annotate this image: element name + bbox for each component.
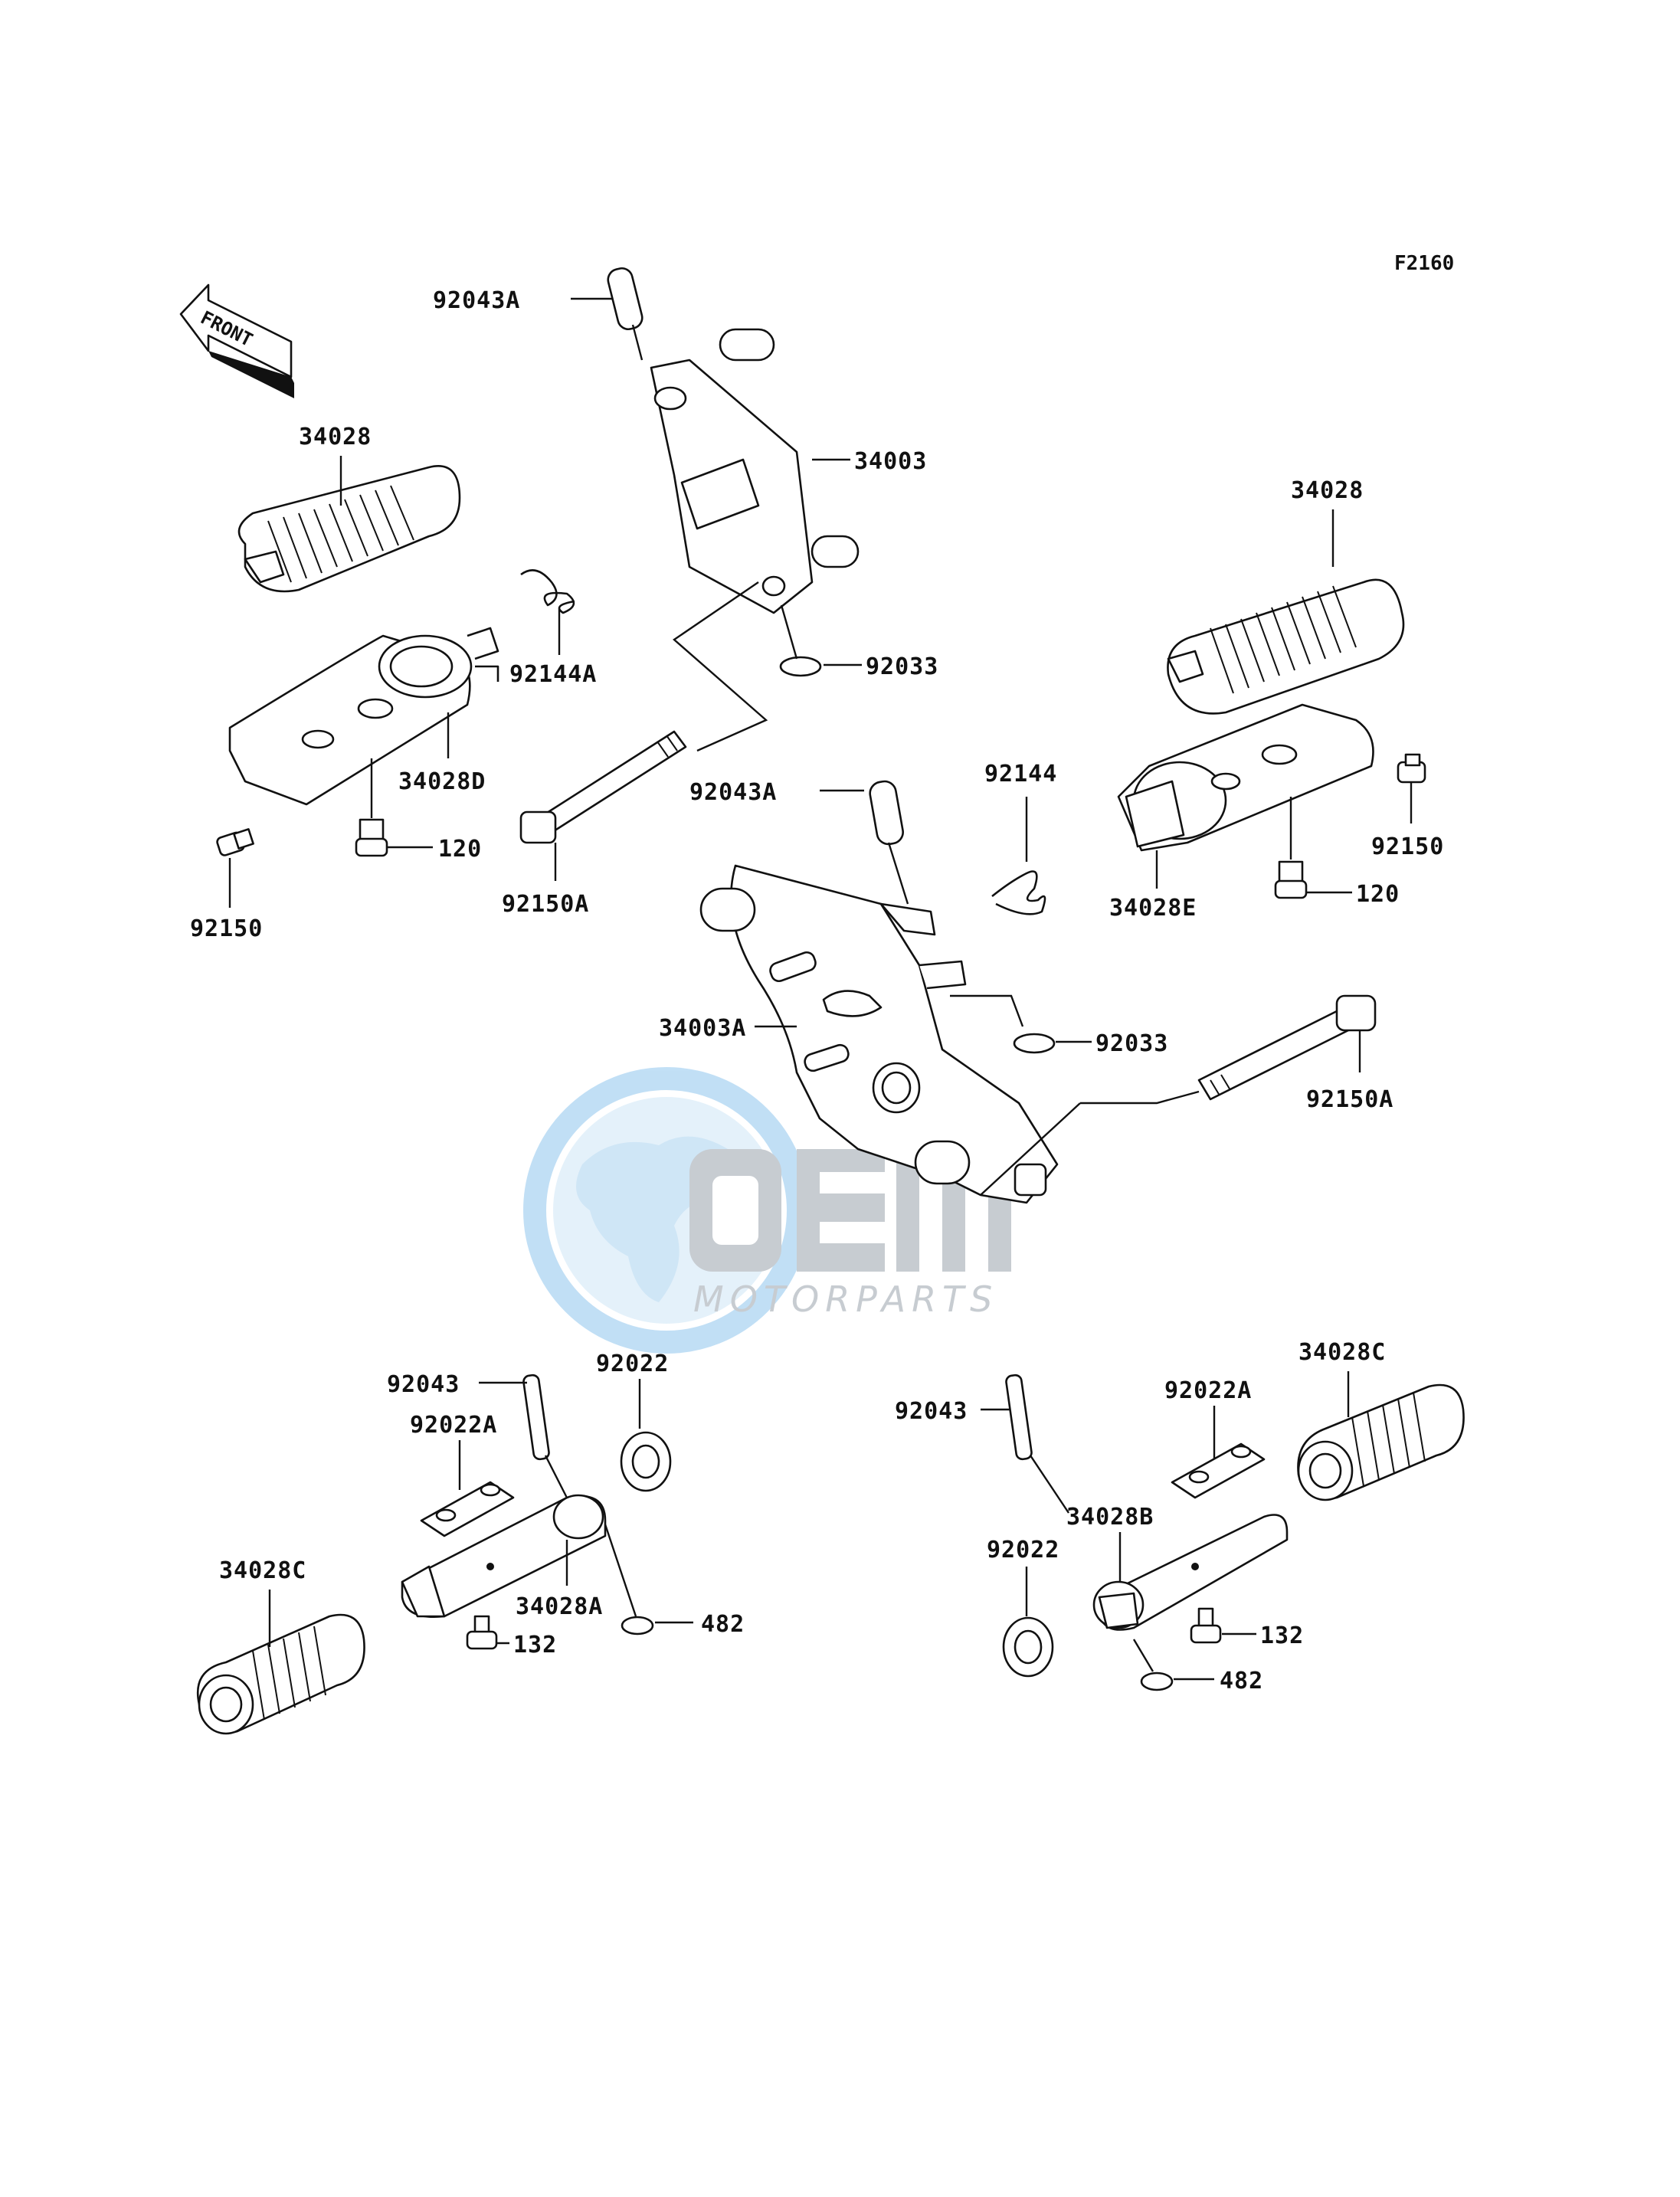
label-34028-right: 34028: [1291, 477, 1364, 504]
label-34028D: 34028D: [398, 768, 486, 795]
part-92033-mid-washer: [1013, 1033, 1056, 1054]
watermark-logo-e: [797, 1149, 885, 1272]
label-92150A-right: 92150A: [1306, 1086, 1393, 1113]
label-120-left: 120: [438, 836, 482, 863]
label-132-right: 132: [1260, 1622, 1304, 1649]
part-92150-left-bolt: [216, 828, 254, 856]
part-92022-right-washer: [1002, 1616, 1054, 1678]
front-arrow-icon: FRONT: [179, 283, 294, 398]
label-92150-right: 92150: [1371, 833, 1444, 860]
part-132-left-bolt: [466, 1615, 498, 1650]
label-120-right: 120: [1356, 881, 1400, 908]
label-34028B: 34028B: [1066, 1504, 1154, 1531]
part-92043A-mid-pin: [869, 780, 904, 846]
part-132-right-bolt: [1190, 1607, 1222, 1644]
label-92022-right: 92022: [987, 1537, 1059, 1563]
part-92033-top-washer: [779, 656, 822, 677]
label-92033-top: 92033: [866, 653, 938, 680]
part-92043-left-pin: [522, 1374, 550, 1461]
label-482-left: 482: [701, 1611, 745, 1638]
label-92150A-left: 92150A: [502, 891, 589, 918]
label-34028A: 34028A: [516, 1593, 603, 1620]
part-34028-right-rubber: [1167, 578, 1405, 715]
part-34028A-footpeg: [401, 1494, 607, 1618]
label-34028C-right: 34028C: [1298, 1339, 1386, 1366]
label-92150-left: 92150: [190, 915, 263, 942]
part-120-right-screw: [1274, 860, 1308, 899]
label-34003: 34003: [854, 448, 927, 475]
label-92043-left: 92043: [387, 1371, 460, 1398]
part-34028D-footpeg: [228, 627, 499, 806]
part-34028-left-rubber: [237, 465, 461, 593]
part-482-left-cotter: [621, 1616, 654, 1635]
part-120-left-screw: [355, 818, 388, 857]
label-92043A-top: 92043A: [433, 287, 520, 314]
part-92144-spring: [991, 870, 1046, 915]
label-92043-right: 92043: [895, 1398, 968, 1425]
label-34003A: 34003A: [659, 1015, 746, 1042]
label-92022-left: 92022: [596, 1351, 669, 1377]
label-34028-left: 34028: [299, 424, 372, 450]
part-92043-right-pin: [1005, 1374, 1033, 1461]
part-92022A-right-plate: [1171, 1442, 1266, 1499]
part-92043A-top-pin: [607, 267, 644, 331]
label-92022A-left: 92022A: [410, 1412, 497, 1439]
part-34028B-footpeg: [1092, 1514, 1289, 1631]
label-92144A: 92144A: [509, 661, 597, 688]
watermark-tagline: MOTORPARTS: [693, 1279, 998, 1320]
part-34028C-left-grip: [196, 1613, 365, 1735]
label-92043A-mid: 92043A: [689, 779, 777, 806]
label-92033-mid: 92033: [1095, 1030, 1168, 1057]
part-34028E-footpeg: [1117, 703, 1374, 852]
part-34003-bracket: [650, 328, 860, 614]
diagram-code: F2160: [1394, 252, 1454, 275]
part-92150A-left-bolt: [519, 730, 687, 844]
part-34003A-lever: [699, 864, 1059, 1204]
part-34028C-right-grip: [1297, 1383, 1465, 1501]
label-92144: 92144: [984, 761, 1057, 787]
label-34028E: 34028E: [1109, 895, 1197, 922]
part-92150-right-bolt: [1397, 753, 1426, 784]
label-132-left: 132: [513, 1632, 557, 1658]
part-92150A-right-bolt: [1197, 994, 1377, 1101]
label-482-right: 482: [1220, 1668, 1263, 1694]
label-34028C-left: 34028C: [219, 1557, 306, 1584]
part-92144A-spring: [520, 569, 575, 614]
part-92022-left-washer: [620, 1431, 672, 1492]
label-92022A-right: 92022A: [1164, 1377, 1252, 1404]
part-482-right-cotter: [1140, 1671, 1174, 1691]
part-92022A-left-plate: [420, 1481, 515, 1537]
